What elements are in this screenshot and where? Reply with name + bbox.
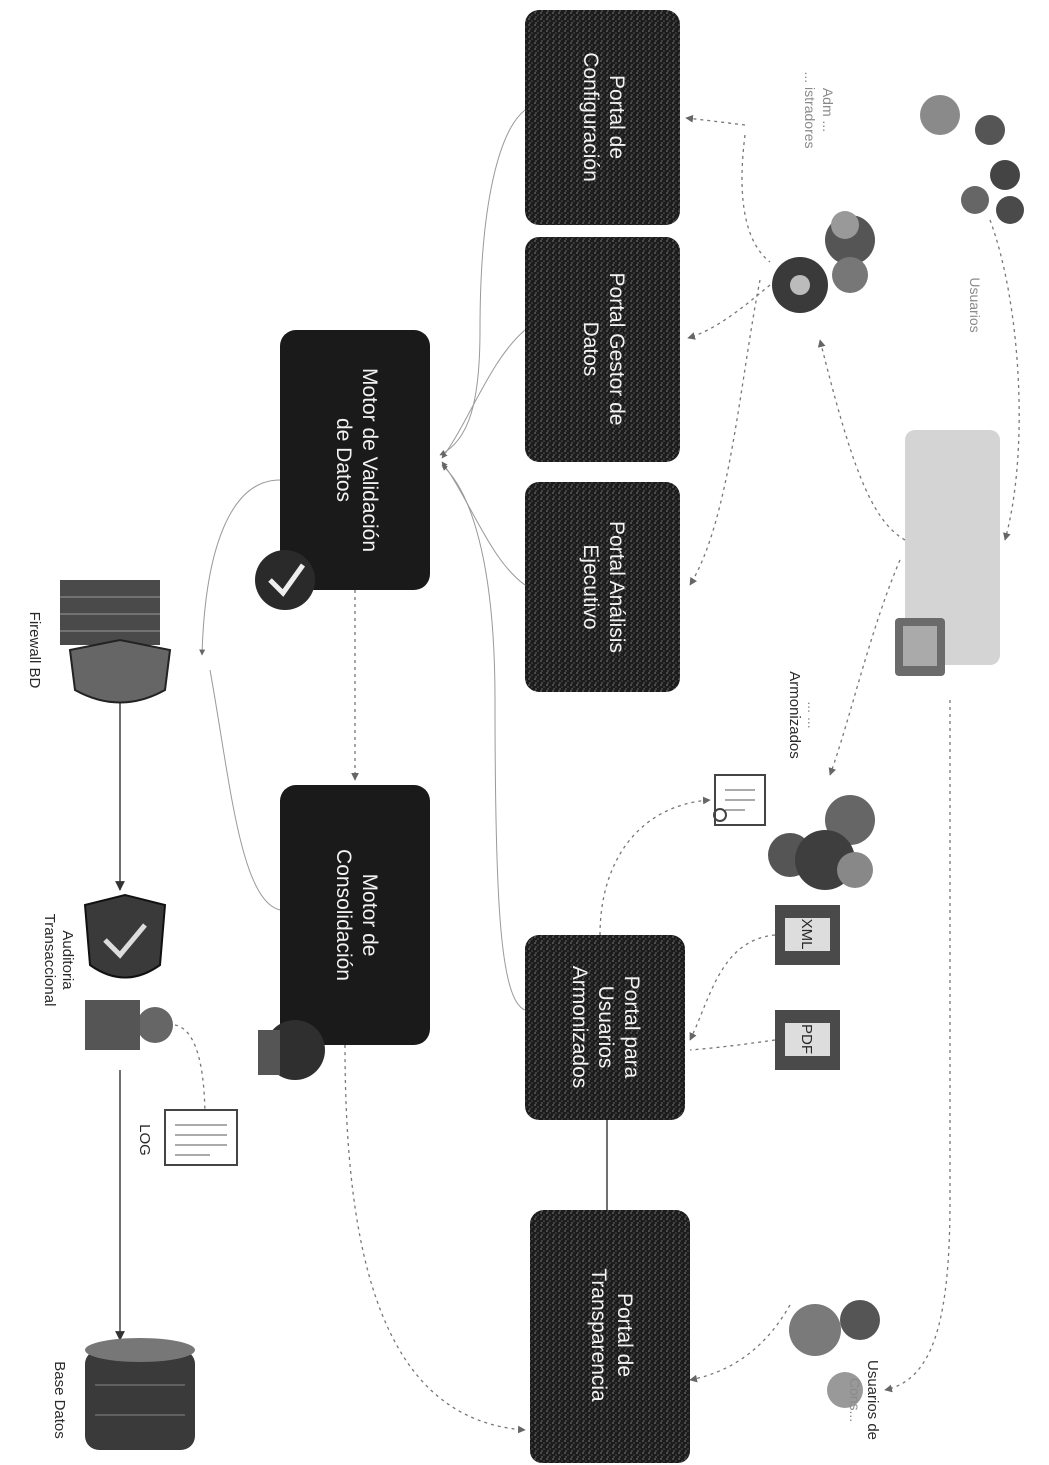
database-icon [85, 1338, 195, 1450]
edge-usuarios-estructura [989, 219, 1020, 541]
label-firewall-text: Firewall BD [26, 612, 43, 689]
label-log: LOG [136, 1124, 153, 1156]
label-auditoria-line1: Auditoria [59, 930, 76, 990]
auditor-user-icon [85, 1000, 173, 1050]
edge-analisis-motor [441, 461, 526, 586]
label-auditoria-line2: Transaccional [41, 914, 58, 1007]
box-portal-usuarios-line1: Portal para [620, 976, 643, 1079]
box-portal-configuracion-line1: Portal de [605, 75, 628, 159]
xml-file-icon: XML [775, 905, 840, 965]
label-armonizados-line1: ... ... [805, 701, 821, 728]
pdf-file-icon: PDF [775, 1010, 840, 1070]
log-file-icon [164, 1109, 238, 1166]
label-armonizados: ... ... Armonizados [786, 671, 821, 759]
consolidation-icon [258, 1020, 325, 1080]
edge-gear-gestor [687, 284, 771, 340]
label-consulta-line2: Cons... [847, 1378, 863, 1422]
edge-consolidacion-transparencia [344, 1044, 526, 1434]
armonizados-users-icon [768, 795, 875, 890]
xml-badge-text: XML [798, 919, 815, 950]
label-auditoria: Auditoria Transaccional [41, 914, 76, 1007]
edge-usuarios-motor [441, 464, 526, 1011]
edge-estructura-armonizados [828, 559, 901, 776]
box-portal-usuarios-line3: Armonizados [568, 966, 591, 1089]
estructura-box [895, 430, 1000, 676]
box-portal-analisis-line1: Portal Análisis [605, 521, 628, 653]
box-portal-configuracion-line2: Configuración [579, 52, 602, 182]
box-portal-gestor-line1: Portal Gestor de [605, 273, 628, 426]
edge-auditoria-log [174, 1024, 209, 1121]
edge-xml-portal-usuarios [689, 934, 776, 1041]
edge-motor-firewall [199, 479, 281, 656]
box-portal-gestor-line2: Datos [579, 322, 602, 377]
label-armonizados-line2: Armonizados [786, 671, 803, 759]
edge-config-motor [439, 109, 526, 456]
box-portal-gestor-datos: Portal Gestor de Datos [525, 237, 680, 462]
edge-pdf-portal-usuarios [689, 1039, 776, 1051]
box-motor-consolidacion: Motor de Consolidación [280, 785, 430, 1045]
document-icon [713, 774, 766, 826]
box-motor-consolidacion-line1: Motor de [358, 874, 381, 957]
consulta-users-icon [789, 1300, 880, 1408]
box-portal-analisis-line2: Ejecutivo [579, 544, 602, 629]
label-log-text: LOG [136, 1124, 153, 1156]
label-admins-line2: ... istradores [802, 71, 818, 148]
edge-consulta-transparencia [689, 1304, 791, 1383]
label-base-datos-text: Base Datos [51, 1361, 68, 1439]
box-portal-analisis-ejecutivo: Portal Análisis Ejecutivo [525, 482, 680, 692]
label-usuarios-text: Usuarios [967, 277, 983, 332]
label-administradores: Adm ... ... istradores [802, 71, 836, 148]
firewall-icon [60, 580, 172, 704]
box-motor-validacion: Motor de Validación de Datos [280, 330, 430, 590]
check-badge-icon [255, 550, 315, 610]
label-usuarios-consulta: Usuarios de Cons... [847, 1360, 881, 1440]
label-consulta-line1: Usuarios de [864, 1360, 881, 1440]
box-motor-consolidacion-line2: Consolidación [332, 849, 355, 981]
pdf-badge-text: PDF [798, 1024, 815, 1054]
edge-estructura-gear [817, 339, 906, 541]
box-portal-usuarios-line2: Usuarios [594, 986, 617, 1069]
gear-icon [772, 211, 875, 313]
label-admins-line1: Adm ... [820, 88, 836, 132]
admins-group-icon [920, 95, 1024, 224]
edge-admins-gear [741, 134, 771, 263]
edge-estructura-consulta [884, 700, 951, 1393]
box-portal-usuarios-armonizados: Portal para Usuarios Armonizados [525, 935, 685, 1120]
edge-admins-config [685, 114, 746, 126]
box-portal-transparencia-main [530, 1405, 690, 1463]
shield-check-icon [83, 893, 167, 979]
edge-gestor-motor [441, 329, 526, 459]
label-usuarios: Usuarios [967, 277, 983, 332]
edge-consolidacion-firewall [209, 669, 281, 911]
edge-portal-usuarios-doc [599, 796, 711, 936]
edge-gear-analisis [689, 279, 761, 586]
box-motor-validacion-line2: de Datos [332, 418, 355, 502]
box-portal-configuracion: Portal de Configuración [525, 10, 680, 225]
box-motor-validacion-line1: Motor de Validación [358, 368, 381, 552]
label-base-datos: Base Datos [51, 1361, 68, 1439]
label-firewall: Firewall BD [26, 612, 43, 689]
